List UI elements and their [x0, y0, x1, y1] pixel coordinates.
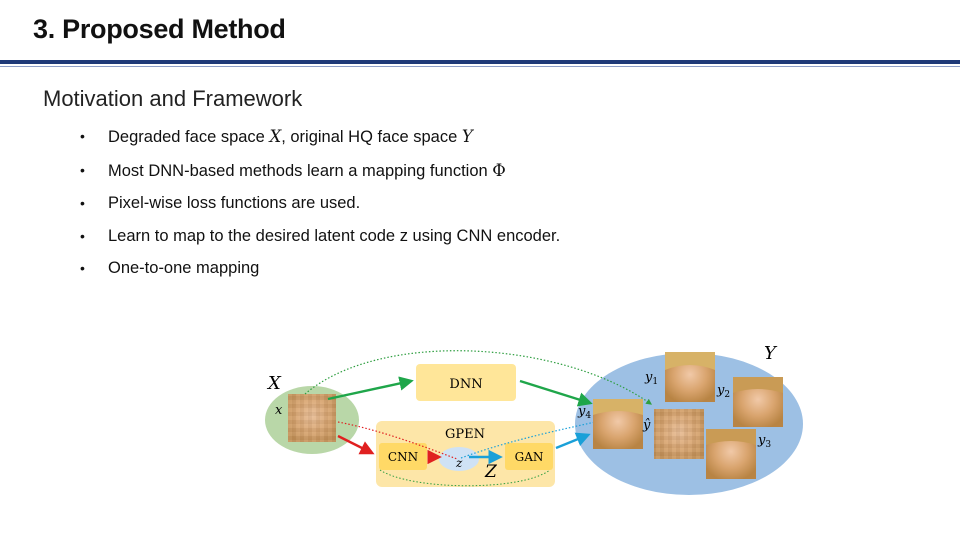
dnn-box	[416, 364, 516, 401]
dotted-cyan-arrow	[460, 419, 605, 459]
y2-label: y2	[716, 383, 730, 400]
input-label: x	[275, 403, 283, 418]
y3-label: y3	[757, 433, 771, 450]
face-image-icon	[593, 399, 643, 449]
bullet-list: Degraded face space X, original HQ face …	[80, 126, 560, 291]
face-image-icon	[665, 352, 715, 402]
math-symbol: Φ	[492, 160, 506, 180]
header-rule-thin	[0, 66, 960, 67]
input-space-label: X	[266, 373, 282, 394]
cnn-label: CNN	[388, 450, 418, 464]
bullet-text: Degraded face space	[108, 128, 270, 146]
input-to-dnn-arrow	[327, 376, 414, 401]
face-image-icon	[654, 409, 704, 459]
gan-box	[505, 443, 553, 470]
y4-label: y4	[577, 404, 591, 421]
bullet-item: One-to-one mapping	[80, 258, 560, 279]
latent-label: z	[455, 456, 463, 470]
bullet-text: One-to-one mapping	[108, 259, 260, 277]
bullet-item: Pixel-wise loss functions are used.	[80, 193, 560, 214]
bullet-item: Degraded face space X, original HQ face …	[80, 126, 560, 148]
y1-label: y1	[644, 370, 658, 387]
face-image-icon	[706, 429, 756, 479]
dotted-red-arrow	[337, 421, 458, 460]
degraded-face-icon	[288, 394, 336, 442]
yhat-label: ŷ	[642, 418, 651, 433]
dnn-to-output-arrow	[519, 379, 593, 407]
bullet-item: Most DNN-based methods learn a mapping f…	[80, 160, 560, 182]
face-image-icon	[733, 377, 783, 427]
cnn-box	[379, 443, 427, 470]
input-to-cnn-arrow	[337, 434, 375, 455]
bullet-text: , original HQ face space	[281, 128, 462, 146]
math-symbol: Y	[461, 127, 473, 146]
gan-to-output-arrow	[555, 432, 591, 450]
bullet-text: Pixel-wise loss functions are used.	[108, 194, 361, 212]
section-title: Motivation and Framework	[43, 86, 303, 111]
latent-space-label: Z	[484, 462, 498, 482]
dnn-label: DNN	[449, 377, 482, 392]
dotted-green-arrow	[304, 350, 652, 405]
latent-ellipse	[439, 447, 479, 471]
bullet-item: Learn to map to the desired latent code …	[80, 226, 560, 247]
output-space-label: Y	[764, 343, 778, 364]
page-title: 3. Proposed Method	[33, 14, 286, 44]
dotted-latent-arc	[379, 469, 551, 487]
bullet-text: Learn to map to the desired latent code …	[108, 226, 561, 245]
gpen-label: GPEN	[445, 427, 485, 442]
bullet-text: Most DNN-based methods learn a mapping f…	[108, 161, 493, 180]
gan-label: GAN	[515, 450, 544, 464]
header-rule	[0, 60, 960, 64]
math-symbol: X	[269, 127, 282, 146]
